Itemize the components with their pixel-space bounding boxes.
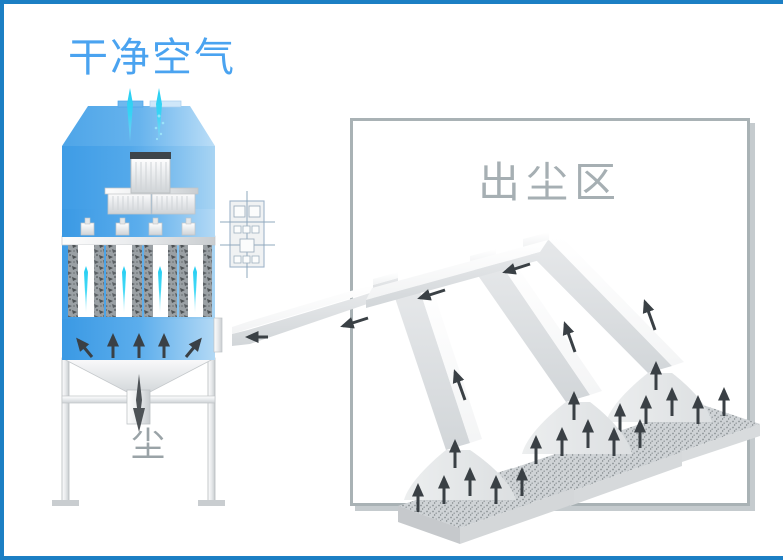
- pulse-valves: [80, 217, 196, 236]
- frame-border-bottom: [0, 556, 783, 560]
- compressed-air-tank: [130, 152, 171, 194]
- hood-1-arrows: [412, 439, 528, 512]
- hood-platform-1: [398, 439, 574, 544]
- branch-duct-3: [523, 232, 684, 373]
- dust-label: 尘: [131, 426, 166, 464]
- inlet-flange: [213, 317, 223, 353]
- hood-platform-2: [508, 391, 682, 506]
- frame-border-left: [0, 0, 4, 560]
- frame-border-top: [0, 0, 783, 4]
- dirty-air-inlet-arrows: [76, 333, 202, 358]
- dust-discharge-arrow: [133, 374, 145, 432]
- main-inlet-duct: [232, 285, 373, 346]
- duct-cross-header: [366, 240, 548, 308]
- clean-air-label: 干净空气: [68, 36, 236, 80]
- hood-2-arrows: [530, 391, 646, 464]
- control-cabinet: [220, 191, 275, 278]
- duct-network: [232, 232, 684, 450]
- clean-air-arrows: [127, 88, 165, 142]
- baghouse-collector: [52, 88, 275, 506]
- branch-duct-1: [393, 277, 482, 450]
- duct-flow-arrows: [245, 262, 657, 401]
- filter-bags: [68, 245, 212, 317]
- hood-3-arrows: [614, 361, 730, 432]
- dust-zone-label: 出尘区: [478, 159, 623, 206]
